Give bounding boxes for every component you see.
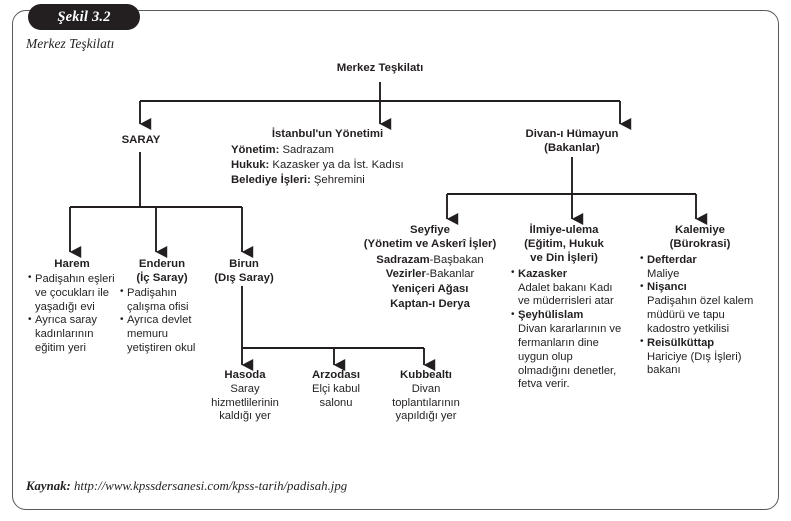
bullet-desc: Maliye [647, 267, 680, 280]
node-kubbealti: Kubbealtı Divan toplantılarının yapıldığ… [378, 369, 474, 424]
node-title: Hasoda [224, 369, 266, 381]
harem-bullet-list: Padişahın eşleri ve çocukları ile yaşadı… [28, 272, 116, 356]
row-value: Sadrazam [279, 143, 334, 156]
row-hukuk: Hukuk: Kazasker ya da İst. Kadısı [231, 158, 440, 173]
node-title: Kalemiye [674, 224, 726, 236]
row-value: Kazasker ya da İst. Kadısı [269, 158, 404, 171]
bullet-text: Padişahın eşleri ve çocukları ile yaşadı… [35, 272, 115, 313]
node-title: İstanbul'un Yönetimi [271, 128, 384, 140]
node-title: Harem [54, 258, 90, 270]
row-term: Kaptan-ı Derya [390, 297, 470, 310]
row-value: Şehremini [310, 173, 365, 186]
node-hasoda: Hasoda Saray hizmetlilerinin kaldığı yer [200, 369, 290, 424]
node-arzodasi: Arzodası Elçi kabul salonu [296, 369, 376, 410]
list-item: Defterdar Maliye [640, 253, 770, 282]
list-item: Ayrıca saray kadınlarının eğitim yeri [28, 314, 116, 355]
node-kalemiye: Kalemiye (Bürokrasi) Defterdar Maliye Ni… [630, 224, 770, 378]
node-title: SARAY [121, 134, 161, 146]
bullet-desc: Divan kararlarının ve fermanların dine u… [518, 323, 622, 391]
node-description: Saray hizmetlilerinin kaldığı yer [211, 382, 279, 423]
node-subtitle: (İç Saray) [136, 271, 188, 284]
list-item: Ayrıca devlet memuru yetiştiren okul [120, 314, 204, 355]
bullet-desc: Hariciye (Dış İşleri) bakanı [647, 350, 742, 377]
row-sadrazam: Sadrazam-Başbakan [350, 253, 510, 268]
row-gloss: -Bakanlar [425, 268, 475, 281]
bullet-term: Defterdar [647, 253, 697, 266]
node-subtitle: (Dış Saray) [214, 271, 274, 284]
node-title: Seyfiye [410, 224, 450, 236]
node-birun: Birun (Dış Saray) [206, 258, 282, 286]
node-istanbul-yonetimi: İstanbul'un Yönetimi Yönetim: Sadrazam H… [215, 128, 440, 188]
row-key: Hukuk: [231, 158, 270, 171]
source-line: Kaynak: http://www.kpssdersanesi.com/kps… [26, 479, 347, 494]
figure-number-badge: Şekil 3.2 [28, 4, 140, 30]
node-harem: Harem Padişahın eşleri ve çocukları ile … [28, 258, 116, 356]
node-subtitle: (Yönetim ve Askerî İşler) [363, 237, 497, 250]
node-ilmiye-ulema: İlmiye-ulema (Eğitim, Hukuk ve Din İşler… [505, 224, 623, 392]
node-subtitle: (Eğitim, Hukuk [524, 237, 604, 250]
node-merkez-teskilati-root: Merkez Teşkilatı [280, 62, 480, 76]
row-vezirler: Vezirler-Bakanlar [350, 267, 510, 282]
bullet-term: Nişancı [647, 281, 687, 294]
node-saray: SARAY [96, 134, 186, 148]
row-key: Belediye İşleri: [231, 173, 311, 186]
node-title: Kubbealtı [400, 369, 452, 381]
node-description: Divan toplantılarının yapıldığı yer [392, 382, 460, 423]
row-term: Vezirler [385, 268, 426, 281]
node-title: Divan-ı Hümayun [525, 128, 619, 140]
row-term: Sadrazam [376, 253, 430, 266]
ilmiye-bullet-list: Kazasker Adalet bakanı Kadı ve müderrisl… [505, 267, 623, 392]
list-item: Reisülküttap Hariciye (Dış İşleri) bakan… [640, 336, 770, 378]
node-subtitle: (Bürokrasi) [669, 237, 731, 250]
node-seyfiye: Seyfiye (Yönetim ve Askerî İşler) Sadraz… [350, 224, 510, 312]
node-title: Birun [229, 258, 259, 270]
row-term: Yeniçeri Ağası [391, 283, 469, 296]
node-subtitle: (Bakanlar) [544, 141, 600, 154]
node-title: İlmiye-ulema [529, 224, 599, 236]
bullet-term: Şeyhülislam [518, 309, 584, 322]
node-title: Merkez Teşkilatı [336, 62, 424, 74]
list-item: Nişancı Padişahın özel kalem müdürü ve t… [640, 281, 770, 336]
source-label: Kaynak: [26, 479, 71, 493]
node-enderun: Enderun (İç Saray) Padişahın çalışma ofi… [120, 258, 204, 356]
figure-caption: Merkez Teşkilatı [26, 36, 115, 51]
source-url: http://www.kpssdersanesi.com/kpss-tarih/… [74, 479, 348, 493]
bullet-term: Kazasker [518, 267, 568, 280]
node-subtitle-line2: ve Din İşleri) [530, 251, 598, 264]
node-title: Enderun [138, 258, 186, 270]
bullet-desc: Adalet bakanı Kadı ve müderrisleri atar [518, 281, 614, 308]
list-item: Padişahın çalışma ofisi [120, 286, 204, 315]
enderun-bullet-list: Padişahın çalışma ofisi Ayrıca devlet me… [120, 286, 204, 356]
row-gloss: -Başbakan [429, 253, 484, 266]
bullet-text: Ayrıca devlet memuru yetiştiren okul [127, 314, 196, 355]
bullet-text: Ayrıca saray kadınlarının eğitim yeri [35, 314, 97, 355]
node-title: Arzodası [311, 369, 361, 381]
node-description: Elçi kabul salonu [312, 382, 360, 409]
list-item: Şeyhülislam Divan kararlarının ve ferman… [511, 309, 623, 392]
bullet-term: Reisülküttap [647, 336, 715, 349]
bullet-desc: Padişahın özel kalem müdürü ve tapu kado… [647, 295, 754, 335]
row-yonetim: Yönetim: Sadrazam [231, 143, 440, 158]
kalemiye-bullet-list: Defterdar Maliye Nişancı Padişahın özel … [630, 253, 770, 378]
row-kaptan-i-derya: Kaptan-ı Derya [350, 297, 510, 312]
bullet-text: Padişahın çalışma ofisi [127, 286, 189, 313]
row-belediye-isleri: Belediye İşleri: Şehremini [231, 173, 440, 188]
row-key: Yönetim: [231, 143, 280, 156]
row-yeniceri-agasi: Yeniçeri Ağası [350, 282, 510, 297]
list-item: Padişahın eşleri ve çocukları ile yaşadı… [28, 272, 116, 314]
node-divan-i-humayun: Divan-ı Hümayun (Bakanlar) [487, 128, 657, 156]
list-item: Kazasker Adalet bakanı Kadı ve müderrisl… [511, 267, 623, 309]
